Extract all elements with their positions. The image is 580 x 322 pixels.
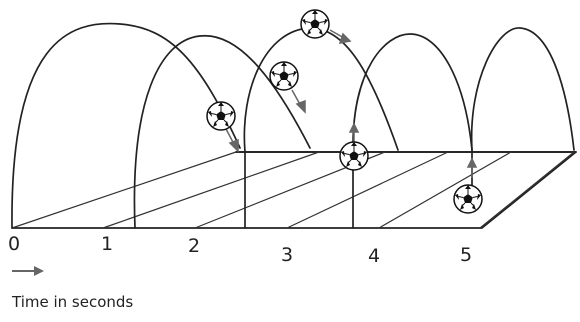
bounce-arc-1 (11, 22, 241, 229)
tick-label: 1 (101, 233, 113, 255)
soccer-ball-icon (300, 9, 330, 39)
tick-label: 0 (8, 233, 20, 255)
time-axis: 0 1 2 3 4 5 (8, 233, 472, 267)
arrow-down-icon (228, 138, 239, 153)
tick-label: 2 (188, 235, 200, 257)
soccer-ball-icon (206, 101, 236, 131)
arrow-right-icon (12, 266, 44, 276)
bounce-arc-4 (352, 33, 473, 229)
slant-line-5 (479, 151, 575, 229)
ground-plane (11, 151, 577, 229)
slant-line-3 (286, 151, 449, 229)
arrow-down-icon (295, 99, 306, 114)
soccer-ball-icon (339, 141, 369, 171)
trajectory-arrows (224, 29, 478, 178)
slant-line-4 (378, 151, 512, 229)
slant-line-1 (102, 151, 320, 229)
axis-caption: Time in seconds (11, 293, 133, 311)
soccer-ball-icon (453, 184, 483, 214)
arrow-up-icon (466, 157, 478, 168)
tick-label: 3 (281, 244, 293, 266)
arrow-right-icon (338, 32, 352, 44)
soccer-ball-icon (269, 61, 299, 91)
slant-line-0 (11, 151, 237, 229)
bounce-arc-5 (470, 27, 575, 197)
tick-label: 5 (460, 244, 472, 266)
arrow-up-icon (348, 122, 360, 133)
bounce-arcs (11, 22, 575, 229)
tick-label: 4 (368, 245, 380, 267)
